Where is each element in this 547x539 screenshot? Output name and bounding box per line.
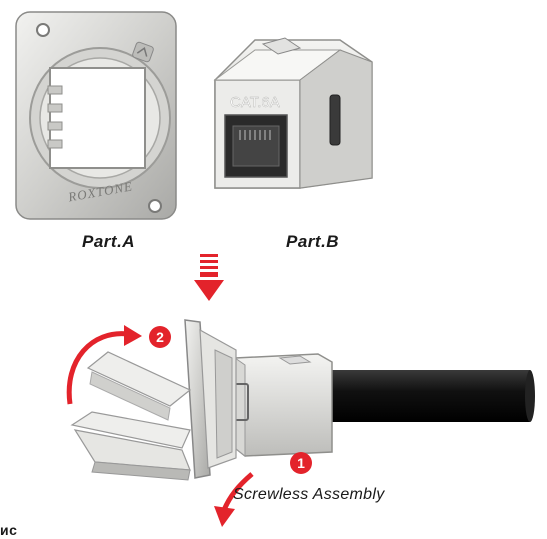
latch-tab xyxy=(132,41,154,63)
assembled-coupler xyxy=(233,353,333,458)
jack-opening xyxy=(49,67,146,169)
cover-plate-open xyxy=(70,411,191,481)
ethernet-cable xyxy=(318,370,530,422)
part-a-frame: ROXTONE xyxy=(15,11,177,220)
top-latch xyxy=(261,37,302,55)
category-print: CAT.6A xyxy=(230,94,280,111)
part-b-coupler: CAT.6A xyxy=(213,37,373,189)
screwless-assembly-caption: Screwless Assembly xyxy=(233,486,385,503)
step-2-badge: 2 xyxy=(149,326,171,348)
cover-plate-swung xyxy=(86,351,192,421)
assembled-flange xyxy=(184,319,237,479)
part-b-label: Part.B xyxy=(286,232,340,251)
step-1-badge: 1 xyxy=(290,452,312,474)
rotate-arrow-upper xyxy=(66,331,129,405)
mount-hole-icon xyxy=(148,199,162,213)
arrow-head-icon xyxy=(214,506,235,527)
part-a-label: Part.A xyxy=(82,232,136,251)
arrow-head-icon xyxy=(124,325,142,346)
down-arrow-icon xyxy=(194,254,224,301)
side-window xyxy=(329,94,341,146)
pull-arrow-lower xyxy=(221,472,254,512)
corner-text-fragment: ис xyxy=(0,522,18,538)
mount-hole-icon xyxy=(36,23,50,37)
